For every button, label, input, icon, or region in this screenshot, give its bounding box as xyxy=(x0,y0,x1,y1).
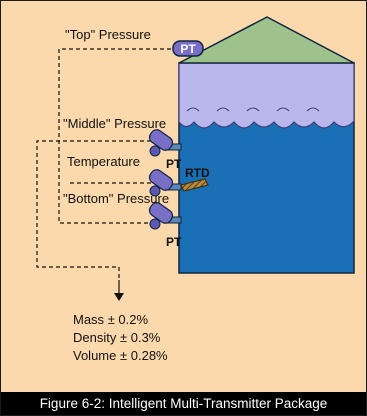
bottom-pt-label: PT xyxy=(166,235,182,249)
stat-accuracy: ± 0.28% xyxy=(120,348,168,363)
storage-tank xyxy=(178,16,355,274)
stat-mass: Mass ± 0.2% xyxy=(73,311,168,329)
figure-caption: Figure 6-2: Intelligent Multi-Transmitte… xyxy=(1,392,366,415)
stat-accuracy: ± 0.2% xyxy=(107,312,149,327)
stat-name: Density xyxy=(73,330,117,345)
stat-density: Density ± 0.3% xyxy=(73,329,168,347)
middle-pressure-label: "Middle" Pressure xyxy=(63,116,166,131)
tank-shoreline-wave xyxy=(186,107,320,112)
tank-diagram: PT PT RTD PT "Top" Pressure "Middle" Pre… xyxy=(36,16,355,301)
rtd-probe-icon xyxy=(180,178,209,192)
tank-roof xyxy=(178,16,355,64)
stat-accuracy: ± 0.3% xyxy=(119,330,161,345)
pressure-transmitter-icon xyxy=(148,129,182,157)
svg-text:PT: PT xyxy=(180,42,196,56)
tank-gas-space xyxy=(178,62,355,129)
pressure-transmitter-icon xyxy=(148,169,182,197)
pressure-transmitter-icon xyxy=(148,202,182,230)
top-pressure-label: "Top" Pressure xyxy=(65,27,151,42)
pressure-transmitter-icon: PT xyxy=(172,40,204,57)
stat-name: Volume xyxy=(73,348,117,363)
accuracy-list: Mass ± 0.2% Density ± 0.3% Volume ± 0.28… xyxy=(73,311,168,365)
middle-pt-label: PT xyxy=(166,157,182,171)
arrow-down-icon xyxy=(114,280,124,301)
rtd-label: RTD xyxy=(185,166,210,180)
stat-name: Mass xyxy=(73,312,105,327)
temperature-label: Temperature xyxy=(67,154,140,169)
bottom-pressure-label: "Bottom" Pressure xyxy=(63,191,169,206)
signal-wiring xyxy=(36,48,171,280)
stat-volume: Volume ± 0.28% xyxy=(73,347,168,365)
